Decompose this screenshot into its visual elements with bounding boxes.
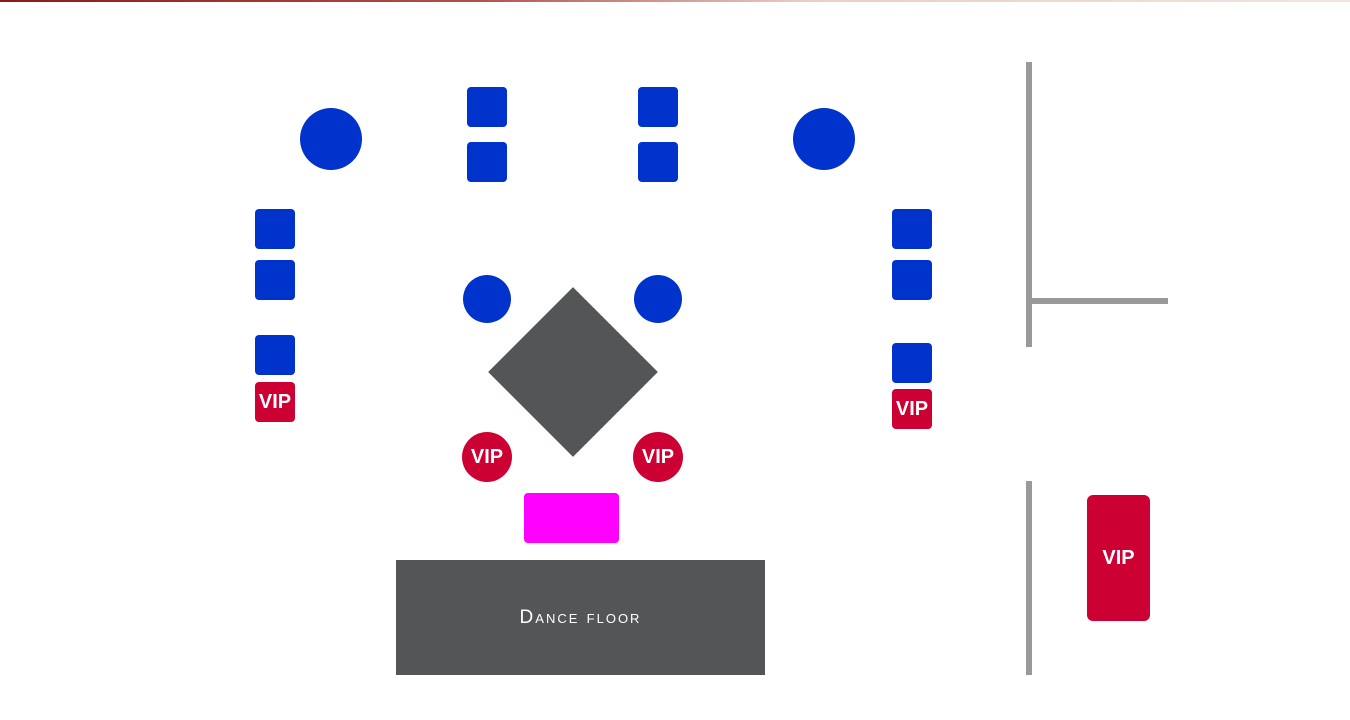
vip-table-right[interactable]: VIP xyxy=(892,389,932,429)
stage-diamond xyxy=(488,287,658,457)
table-square[interactable] xyxy=(638,87,678,127)
table-square[interactable] xyxy=(255,335,295,375)
top-accent-bar xyxy=(0,0,1350,2)
table-square[interactable] xyxy=(892,260,932,300)
vip-table-round-left[interactable]: VIP xyxy=(462,432,512,482)
wall-horizontal xyxy=(1026,298,1168,304)
wall-vertical-upper xyxy=(1026,62,1032,347)
vip-table-left[interactable]: VIP xyxy=(255,382,295,422)
table-square[interactable] xyxy=(892,209,932,249)
table-square[interactable] xyxy=(892,343,932,383)
dj-booth[interactable] xyxy=(524,493,619,543)
table-square[interactable] xyxy=(467,142,507,182)
vip-booth-large[interactable]: VIP xyxy=(1087,495,1150,621)
table-round-center-right[interactable] xyxy=(634,275,682,323)
table-square[interactable] xyxy=(255,260,295,300)
table-round-center-left[interactable] xyxy=(463,275,511,323)
table-square[interactable] xyxy=(467,87,507,127)
dance-floor[interactable]: Dance floor xyxy=(396,560,765,675)
table-round-right[interactable] xyxy=(793,108,855,170)
wall-vertical-lower xyxy=(1026,481,1032,675)
table-square[interactable] xyxy=(255,209,295,249)
vip-table-round-right[interactable]: VIP xyxy=(633,432,683,482)
table-round-left[interactable] xyxy=(300,108,362,170)
table-square[interactable] xyxy=(638,142,678,182)
